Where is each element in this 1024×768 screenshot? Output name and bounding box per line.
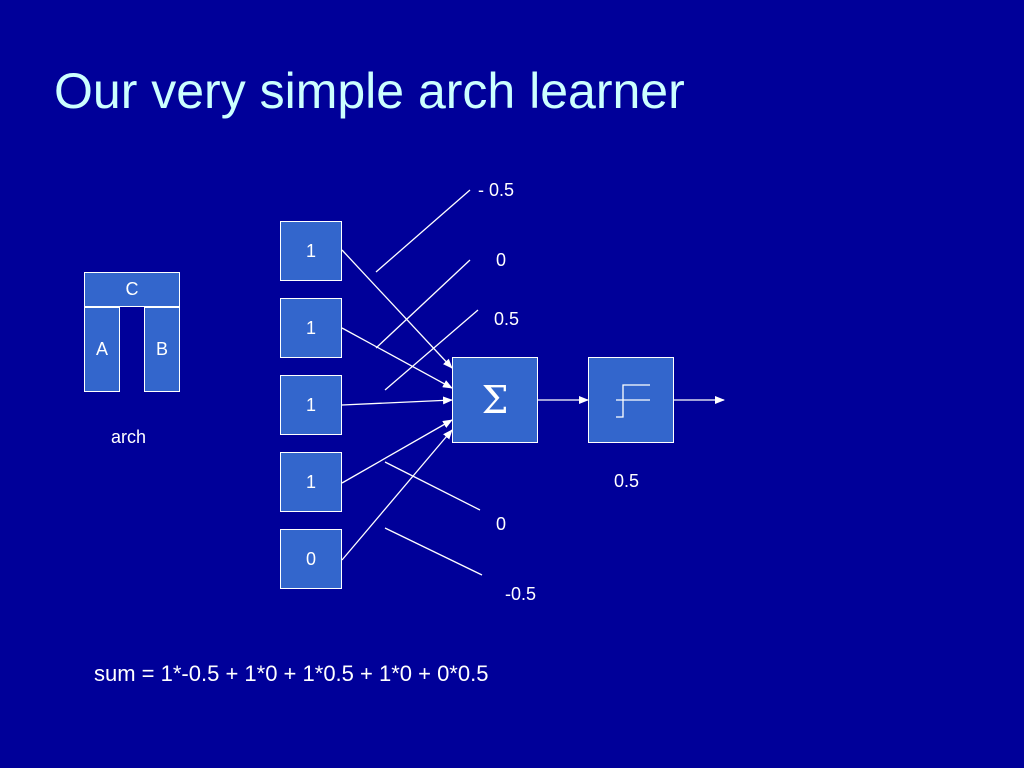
weight-leader-2: [375, 259, 471, 349]
arch-right-label: B: [155, 339, 168, 359]
arch-top-block: C: [84, 272, 180, 307]
weight-label-2: 0: [496, 250, 507, 270]
input-value: 1: [305, 240, 316, 261]
input-box-2: 1: [280, 298, 342, 358]
weight-leader-5: [384, 527, 483, 576]
weight-label-4: 0: [496, 514, 507, 534]
arch-caption: arch: [111, 427, 147, 447]
weight-leader-4: [384, 461, 481, 511]
summation-box: Σ: [452, 357, 538, 443]
input-value: 1: [305, 394, 316, 415]
sum-equation: sum = 1*-0.5 + 1*0 + 1*0.5 + 1*0 + 0*0.5: [94, 661, 489, 686]
arch-right-block: B: [144, 307, 180, 392]
input-box-4: 1: [280, 452, 342, 512]
input-arrow-3: [341, 396, 453, 406]
arch-left-block: A: [84, 307, 120, 392]
weight-leader-3: [384, 309, 479, 391]
slide-title: Our very simple arch learner: [54, 63, 685, 119]
input-arrow-4: [341, 419, 453, 484]
weight-label-3: 0.5: [494, 309, 520, 329]
input-box-5: 0: [280, 529, 342, 589]
arch-left-label: A: [95, 339, 108, 359]
step-function-icon: [616, 384, 650, 418]
input-value: 0: [305, 548, 316, 569]
weight-label-5: -0.5: [505, 584, 537, 604]
arch-top-label: C: [125, 279, 139, 299]
threshold-label: 0.5: [614, 471, 640, 491]
input-arrow-1: [341, 249, 453, 369]
sigma-icon: Σ: [481, 378, 509, 422]
input-box-1: 1: [280, 221, 342, 281]
input-value: 1: [305, 471, 316, 492]
input-box-3: 1: [280, 375, 342, 435]
weight-label-1: - 0.5: [478, 180, 515, 200]
threshold-box: [588, 357, 674, 443]
input-arrow-2: [341, 327, 453, 389]
input-value: 1: [305, 317, 316, 338]
weight-leader-1: [375, 189, 471, 273]
input-arrow-5: [341, 429, 453, 561]
